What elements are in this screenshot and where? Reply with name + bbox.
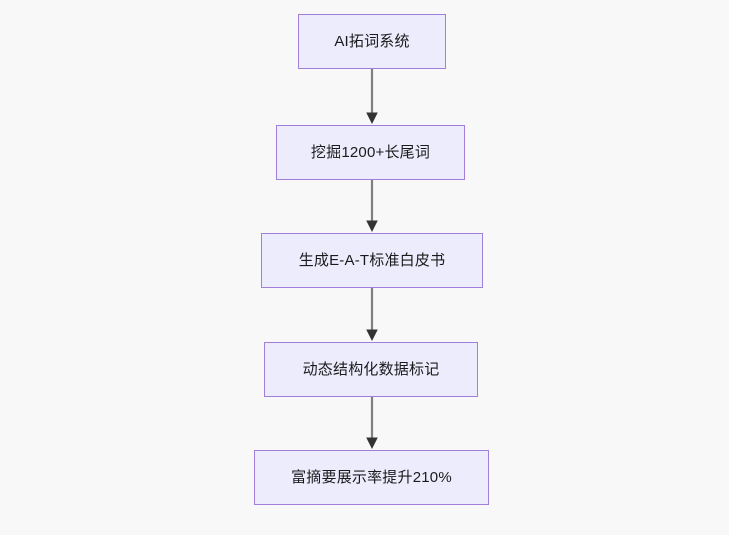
flowchart-node-n2[interactable]: 挖掘1200+长尾词	[276, 125, 465, 180]
flowchart-node-label: 动态结构化数据标记	[302, 360, 440, 378]
flowchart-node-label: 挖掘1200+长尾词	[310, 143, 431, 161]
flowchart-node-n4[interactable]: 动态结构化数据标记	[264, 342, 478, 397]
flowchart-edge-n2-n3	[360, 180, 384, 233]
flowchart-edge-n4-n5	[360, 397, 384, 450]
flowchart-edge-n1-n2	[360, 69, 384, 125]
flowchart-node-label: 生成E-A-T标准白皮书	[298, 251, 446, 269]
flowchart-node-n3[interactable]: 生成E-A-T标准白皮书	[261, 233, 483, 288]
flowchart-node-n1[interactable]: AI拓词系统	[298, 14, 446, 69]
flowchart-node-n5[interactable]: 富摘要展示率提升210%	[254, 450, 489, 505]
flowchart-edge-n3-n4	[360, 288, 384, 342]
flowchart-node-label: 富摘要展示率提升210%	[291, 468, 452, 486]
flowchart-node-label: AI拓词系统	[334, 32, 410, 50]
